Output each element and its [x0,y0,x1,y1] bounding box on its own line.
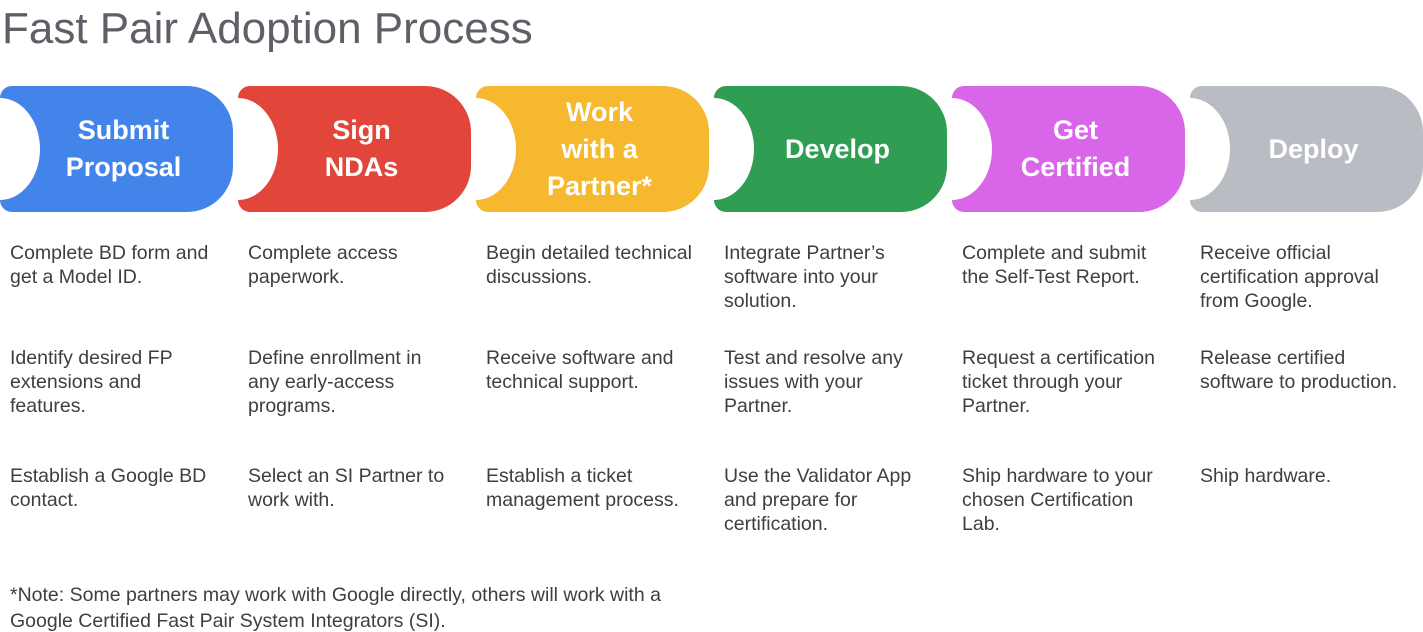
bullet-item: Establish a ticket management process. [486,465,679,511]
stage-sign-ndas: Sign NDAs [238,86,471,212]
bullet-item: Select an SI Partner to work with. [248,465,445,511]
bullet-item: Begin detailed technical discussions. [486,242,692,288]
stage-label: Get Certified [1020,115,1131,182]
stage-label: Work with a Partner* [546,96,653,201]
stage-work-with-partner: Work with a Partner* [476,86,709,212]
bullet-item: Receive software and technical support. [486,347,674,393]
stage-shape [952,86,1185,212]
stage-shape [238,86,471,212]
stage-shape [1190,86,1423,212]
bullet-item: Establish a Google BD contact. [10,465,207,511]
stage-shape [476,86,709,212]
stage-label: Develop [784,133,891,164]
bullet-item: Request a certification ticket through y… [962,347,1155,417]
bullet-item: Define enrollment in any early-access pr… [248,347,422,417]
footnote: *Note: Some partners may work with Googl… [10,584,661,632]
bullet-item: Receive official certification approval … [1200,242,1379,312]
bullet-item: Complete access paperwork. [248,242,398,288]
bullet-item: Identify desired FP extensions and featu… [10,347,173,417]
stage-label: Deploy [1268,133,1359,164]
stage-shape [0,86,233,212]
bullet-item: Integrate Partner’s software into your s… [724,242,885,312]
process-stage-row: Submit Proposal Sign NDAs Work with a Pa… [0,86,1423,212]
bullet-item: Test and resolve any issues with your Pa… [724,347,903,417]
stage-label: Submit Proposal [65,115,182,182]
bullet-item: Ship hardware to your chosen Certificati… [962,465,1153,535]
stage-get-certified: Get Certified [952,86,1185,212]
stage-label: Sign NDAs [324,115,399,182]
stage-deploy: Deploy [1190,86,1423,212]
stage-develop: Develop [714,86,947,212]
bullet-item: Use the Validator App and prepare for ce… [724,465,912,535]
bullet-item: Complete and submit the Self-Test Report… [962,242,1147,288]
stage-bullets-grid: Complete BD form and get a Model ID. Ide… [0,241,1423,584]
page-title: Fast Pair Adoption Process [2,4,533,53]
bullet-item: Ship hardware. [1200,465,1332,487]
stage-shape [714,86,947,212]
bullet-item: Release certified software to production… [1200,347,1398,393]
stage-submit-proposal: Submit Proposal [0,86,233,212]
bullet-item: Complete BD form and get a Model ID. [10,242,209,288]
